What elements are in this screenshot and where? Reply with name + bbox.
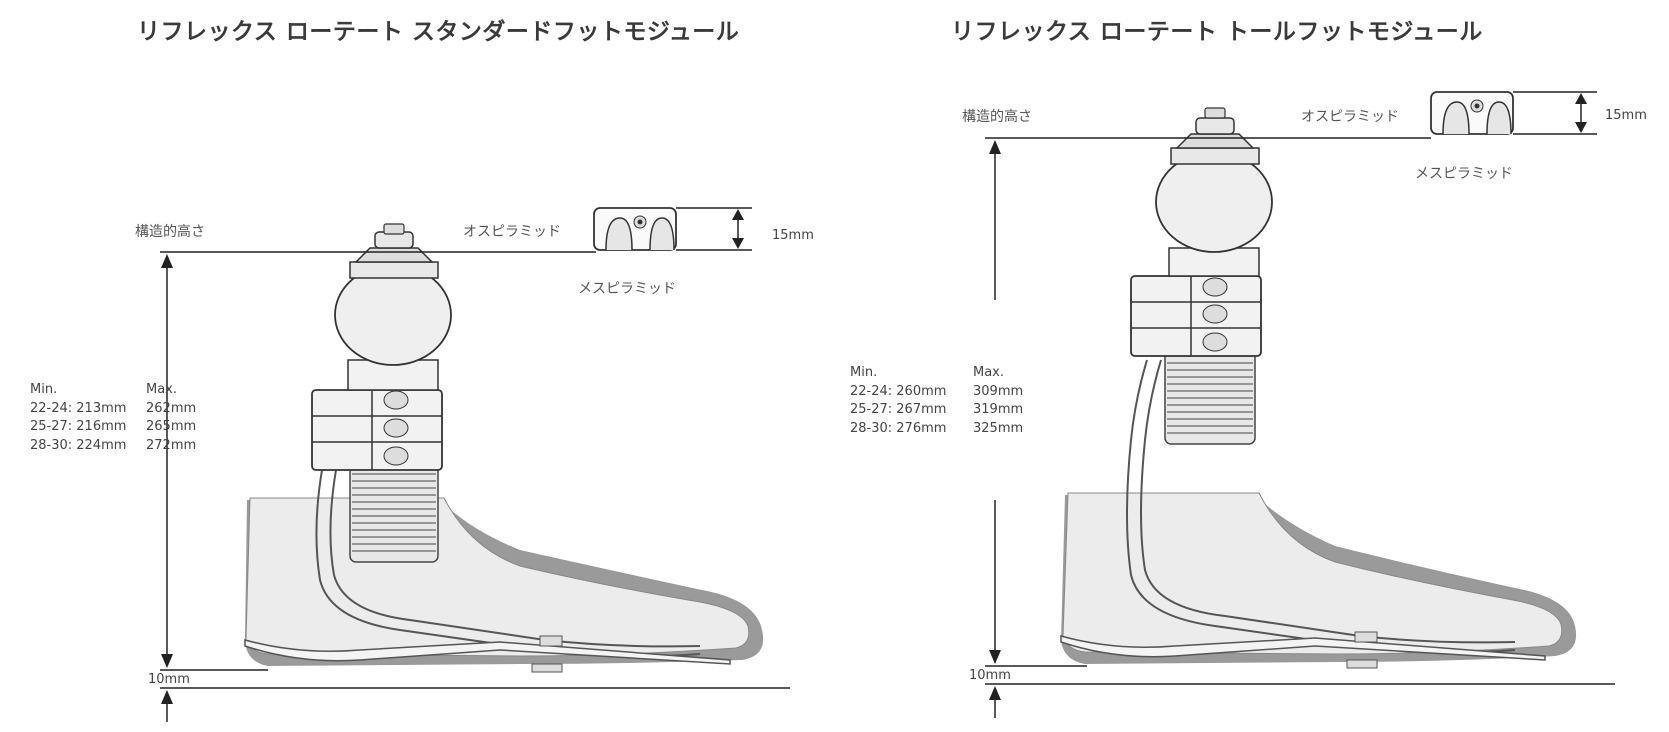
tall-foot-module-panel: リフレックス ローテート トールフットモジュール [835, 0, 1669, 732]
pyramid-dimension: 15mm [1605, 108, 1647, 123]
female-pyramid-label: メスピラミッド [1415, 166, 1513, 182]
max-build-heights: Max. 309mm 319mm 325mm [973, 364, 1023, 438]
pyramid-dimension: 15mm [772, 228, 814, 243]
male-pyramid-label: オスピラミッド [463, 224, 561, 240]
max-value: 265mm [146, 419, 197, 434]
heel-dimension: 10mm [148, 672, 190, 687]
min-value: 28-30: 276mm [850, 420, 947, 436]
min-value: 22-24: 213mm [30, 400, 127, 416]
male-pyramid-label: オスピラミッド [1301, 109, 1399, 125]
standard-foot-module-panel: リフレックス ローテート スタンダードフットモジュール [30, 19, 814, 722]
min-value: 22-24: 260mm [850, 383, 947, 399]
build-height-label: 構造的高さ [962, 109, 1032, 125]
min-build-heights: Min. 22-24: 260mm 25-27: 267mm 28-30: 27… [850, 364, 946, 438]
min-header: Min. [30, 382, 58, 397]
max-value: 272mm [146, 437, 197, 453]
max-header: Max. [973, 365, 1005, 380]
min-value: 25-27: 216mm [30, 419, 127, 434]
build-height-label: 構造的高さ [135, 224, 205, 240]
min-value: 28-30: 224mm [30, 437, 127, 453]
standard-module-title: リフレックス ローテート スタンダードフットモジュール [137, 19, 740, 45]
max-value: 325mm [973, 420, 1024, 436]
min-value: 25-27: 267mm [850, 402, 947, 417]
tall-module-title: リフレックス ローテート トールフットモジュール [951, 19, 1483, 45]
max-value: 262mm [146, 400, 197, 416]
min-header: Min. [850, 365, 878, 380]
max-value: 319mm [973, 402, 1024, 417]
max-value: 309mm [973, 383, 1024, 399]
heel-dimension: 10mm [969, 668, 1011, 683]
max-header: Max. [146, 382, 178, 397]
min-build-heights: Min. 22-24: 213mm 25-27: 216mm 28-30: 22… [30, 381, 126, 455]
max-build-heights: Max. 262mm 265mm 272mm [146, 381, 196, 455]
female-pyramid-label: メスピラミッド [578, 281, 676, 297]
standard-foot-drawing [160, 207, 790, 722]
tall-foot-drawing [985, 91, 1615, 718]
